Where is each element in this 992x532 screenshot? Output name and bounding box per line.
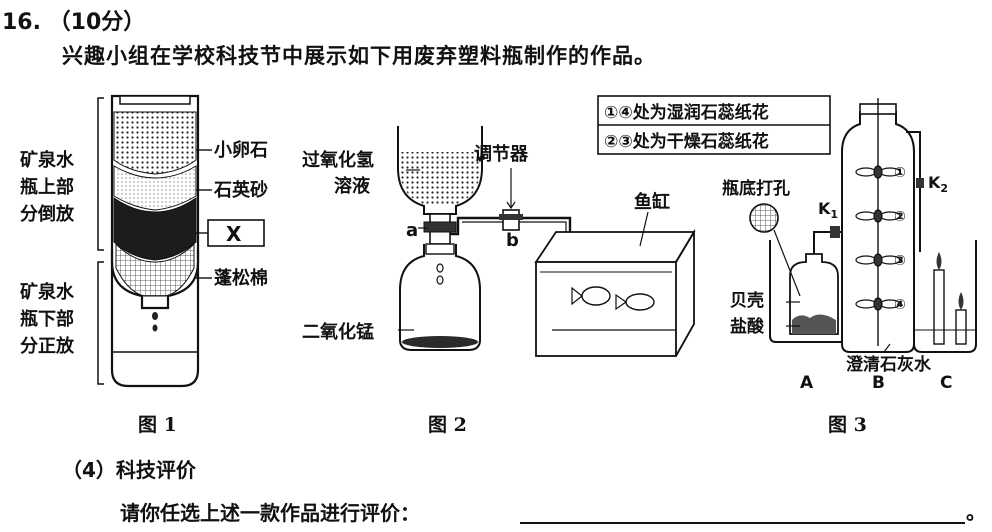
fig2-h2o2-line1: 过氧化氢 <box>302 149 374 171</box>
fig3-acid-label: 盐酸 <box>730 316 765 337</box>
question-header: 16. （10分） <box>2 4 145 36</box>
fig1-layer1-label: 小卵石 <box>214 139 268 161</box>
fig3-pos-3: ③ <box>894 253 906 269</box>
question-score: （10分） <box>48 10 146 35</box>
fig2-mno2-label: 二氧化锰 <box>302 321 374 343</box>
fig3-k2-label: K2 <box>928 173 948 195</box>
fig1-upper-label-line2: 瓶上部 <box>20 176 74 198</box>
fig3-holes-label: 瓶底打孔 <box>722 178 790 199</box>
fig1-lower-label-line2: 瓶下部 <box>20 308 74 330</box>
answer-blank-line[interactable] <box>520 522 965 524</box>
fig1-upper-label-line1: 矿泉水 <box>20 149 75 171</box>
answer-end-mark: 。 <box>966 500 986 524</box>
fig2-valve-b-label: b <box>506 230 519 251</box>
fig3-label-a: A <box>800 373 814 393</box>
figure-1-caption: 图 1 <box>138 414 177 436</box>
question-intro: 兴趣小组在学校科技节中展示如下用废弃塑料瓶制作的作品。 <box>62 44 656 68</box>
fig3-label-c: C <box>940 373 952 393</box>
figure-2-oxygen-generator <box>397 126 696 357</box>
figure-2-labels: 过氧化氢 溶液 调节器 a b 鱼缸 二氧化锰 <box>302 144 670 343</box>
question-number: 16. <box>2 10 41 35</box>
fig3-label-b: B <box>872 373 885 393</box>
fig1-lower-label-line1: 矿泉水 <box>20 281 75 303</box>
fig2-h2o2-line2: 溶液 <box>334 175 371 197</box>
fig3-pos-4: ④ <box>894 297 906 313</box>
figure-1-filter <box>97 94 265 388</box>
fig1-layer4-label: 蓬松棉 <box>214 267 268 289</box>
fig3-note-2: ②③处为干燥石蕊纸花 <box>604 131 769 152</box>
figure-1-labels: 矿泉水 瓶上部 分倒放 矿泉水 瓶下部 分正放 小卵石 石英砂 X 蓬松棉 <box>20 139 268 357</box>
fig1-lower-label-line3: 分正放 <box>20 335 75 357</box>
figure-3-caption: 图 3 <box>828 414 867 436</box>
figure-3-labels: ①④处为湿润石蕊纸花 ②③处为干燥石蕊纸花 瓶底打孔 K1 K2 ① ② ③ ④… <box>604 102 952 393</box>
figure-3-co2-apparatus <box>597 95 977 353</box>
fig3-note-1: ①④处为湿润石蕊纸花 <box>604 102 769 123</box>
fig3-shell-label: 贝壳 <box>730 290 764 311</box>
fig2-regulator-label: 调节器 <box>474 144 529 165</box>
fig1-layer2-label: 石英砂 <box>213 179 268 201</box>
figure-2-caption: 图 2 <box>428 414 467 436</box>
part-4-title: （4）科技评价 <box>62 458 196 482</box>
fig2-tank-label: 鱼缸 <box>634 191 670 213</box>
part-4-prompt: 请你任选上述一款作品进行评价： <box>120 501 420 525</box>
fig2-valve-a-label: a <box>406 220 418 241</box>
fig3-k1-label: K1 <box>818 199 838 221</box>
fig1-layer3-label: X <box>226 222 242 246</box>
fig1-upper-label-line3: 分倒放 <box>20 203 75 225</box>
fig3-pos-2: ② <box>894 209 906 225</box>
fig3-pos-1: ① <box>894 165 906 181</box>
fig3-limewater-label: 澄清石灰水 <box>846 354 932 375</box>
